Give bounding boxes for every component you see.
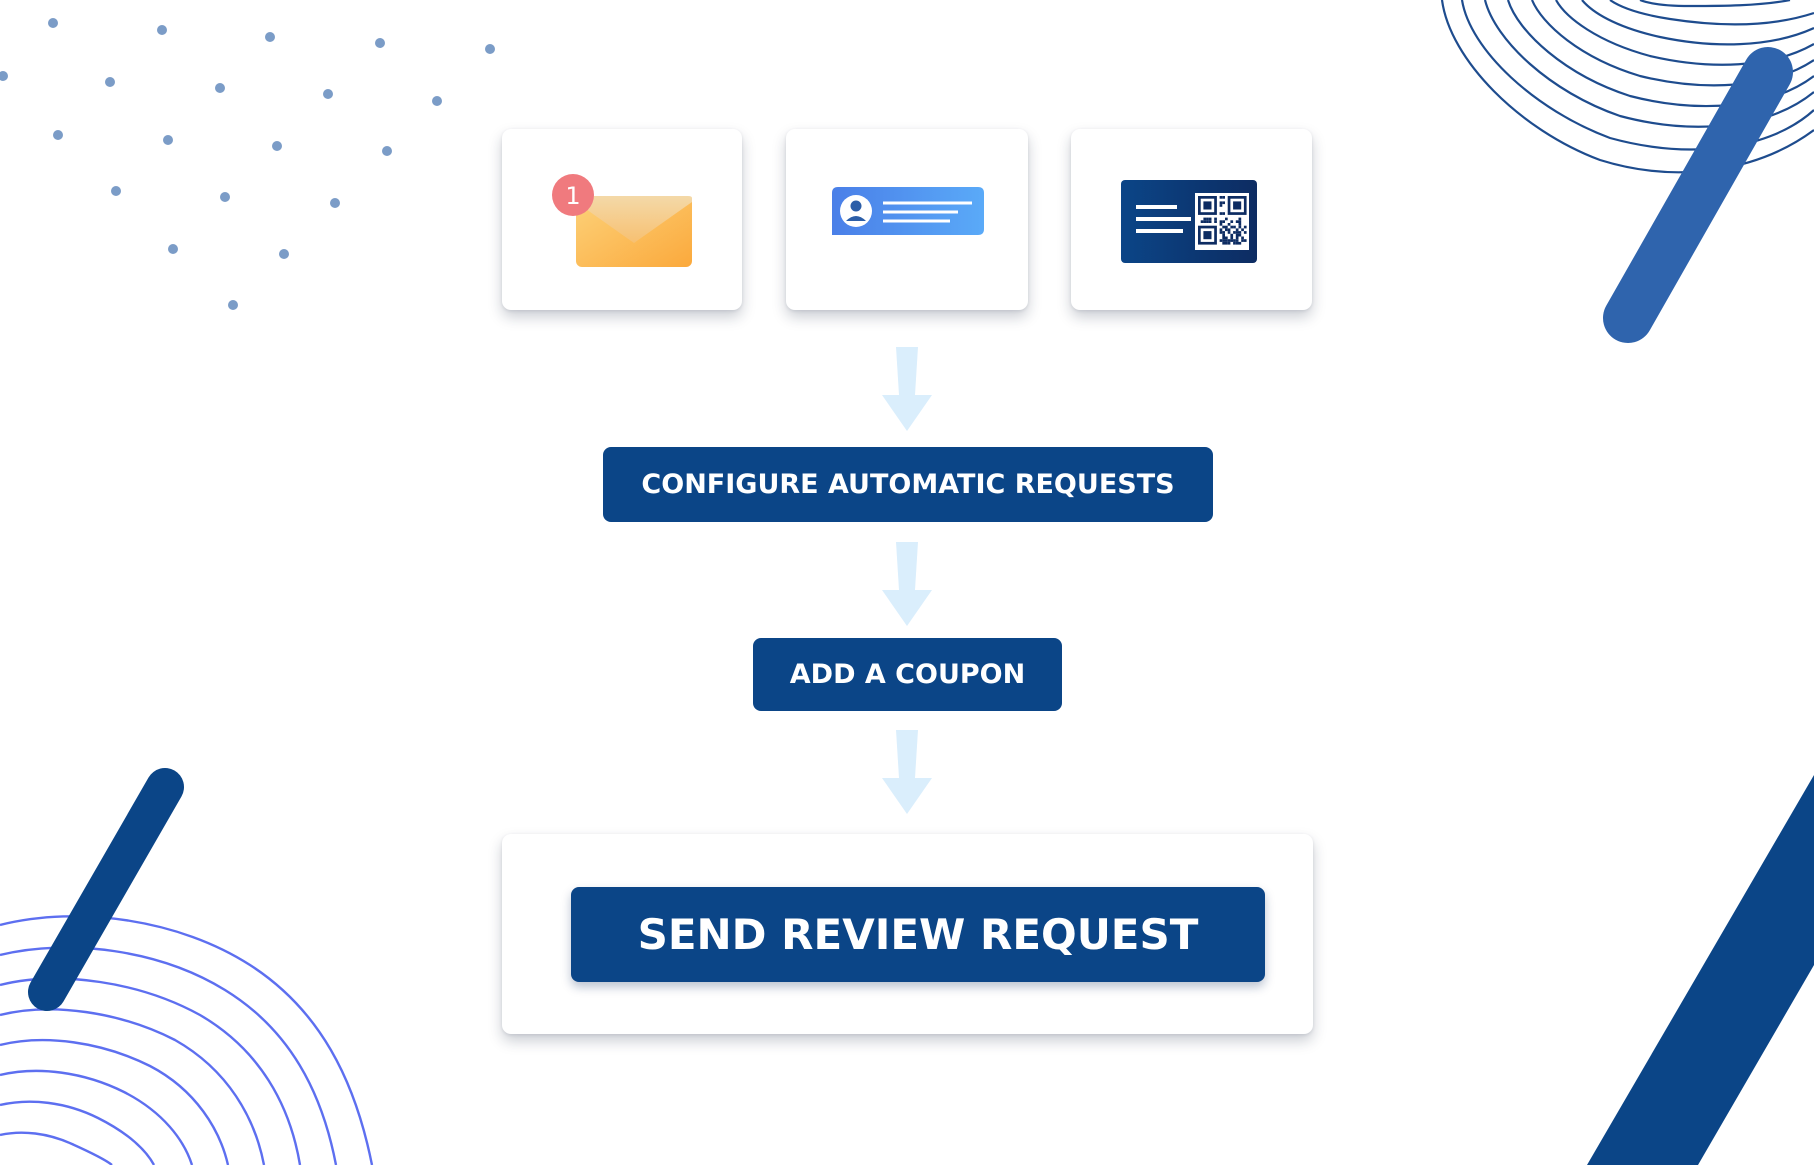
qr-code-card-icon <box>1121 180 1257 263</box>
decor-dot <box>382 146 392 156</box>
qr-channel-card <box>1071 129 1312 310</box>
arrow-down-2 <box>882 542 932 626</box>
configure-automatic-requests-step: CONFIGURE AUTOMATIC REQUESTS <box>603 447 1213 522</box>
decor-dot <box>48 18 58 28</box>
diagonal-stroke-top-right <box>1603 47 1793 343</box>
decor-dot <box>105 77 115 87</box>
decor-dot <box>272 141 282 151</box>
decor-dot <box>485 44 495 54</box>
send-review-request-button[interactable]: SEND REVIEW REQUEST <box>571 887 1265 982</box>
send-request-card: SEND REVIEW REQUEST <box>502 834 1313 1034</box>
chat-profile-icon <box>832 187 984 235</box>
decor-dot <box>220 192 230 202</box>
diagonal-band-bottom-right <box>1587 775 1814 1165</box>
decor-dot <box>323 89 333 99</box>
decor-dot <box>163 135 173 145</box>
sms-channel-card <box>786 129 1028 310</box>
decor-dot <box>111 186 121 196</box>
diagonal-stroke-bottom-left <box>28 768 184 1011</box>
arrow-down-3 <box>882 730 932 814</box>
email-channel-card: 1 <box>502 129 742 310</box>
dot-pattern <box>0 18 495 310</box>
decor-dot <box>432 96 442 106</box>
decor-dot <box>157 25 167 35</box>
add-coupon-step: ADD A COUPON <box>753 638 1062 711</box>
decor-dot <box>265 32 275 42</box>
decor-dot <box>375 38 385 48</box>
decor-dot <box>0 71 8 81</box>
decor-dot <box>53 130 63 140</box>
notification-badge: 1 <box>565 182 580 210</box>
decor-dot <box>228 300 238 310</box>
decor-dot <box>330 198 340 208</box>
envelope-notification-icon: 1 <box>552 174 692 267</box>
arrow-down-1 <box>882 347 932 431</box>
decor-dot <box>168 244 178 254</box>
decor-dot <box>215 83 225 93</box>
decor-dot <box>279 249 289 259</box>
